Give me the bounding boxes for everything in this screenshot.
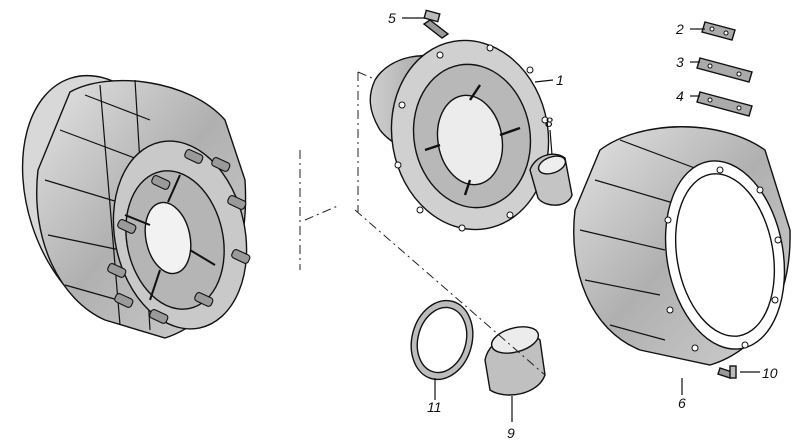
assembly-centerlines [299,71,546,376]
brake-drum-part-6 [573,126,791,366]
hub-part-1 [369,39,550,232]
callout-1: 1 [556,72,564,88]
left-drum-assembly [21,74,251,339]
callout-5: 5 [388,10,396,26]
right-drum-ribs [579,139,701,341]
callout-6: 6 [678,395,686,411]
callout-3: 3 [676,54,684,70]
right-drum-holes [664,166,782,352]
callout-10: 10 [762,365,778,381]
callout-4: 4 [676,88,684,104]
left-hub-center [144,201,192,275]
callout-11: 11 [427,399,442,415]
bearing-race-part-8 [529,153,573,206]
wheel-studs [107,149,251,324]
lock-plate-part-2 [701,21,736,41]
lock-plate-part-4 [696,91,753,117]
screw-part-10 [717,365,737,379]
lock-plate-part-3 [696,57,753,83]
leader-lines [402,17,760,422]
callout-9: 9 [507,425,515,441]
left-hub-spokes [124,174,216,301]
hub-spokes [424,84,521,196]
bolt-part-5 [422,9,450,39]
callout-labels: 1 2 3 4 5 6 8 9 10 11 [388,10,778,441]
seal-ring-part-11 [410,299,474,381]
callout-2: 2 [675,21,684,37]
callout-8: 8 [545,114,553,130]
bearing-race-part-9 [484,326,546,396]
